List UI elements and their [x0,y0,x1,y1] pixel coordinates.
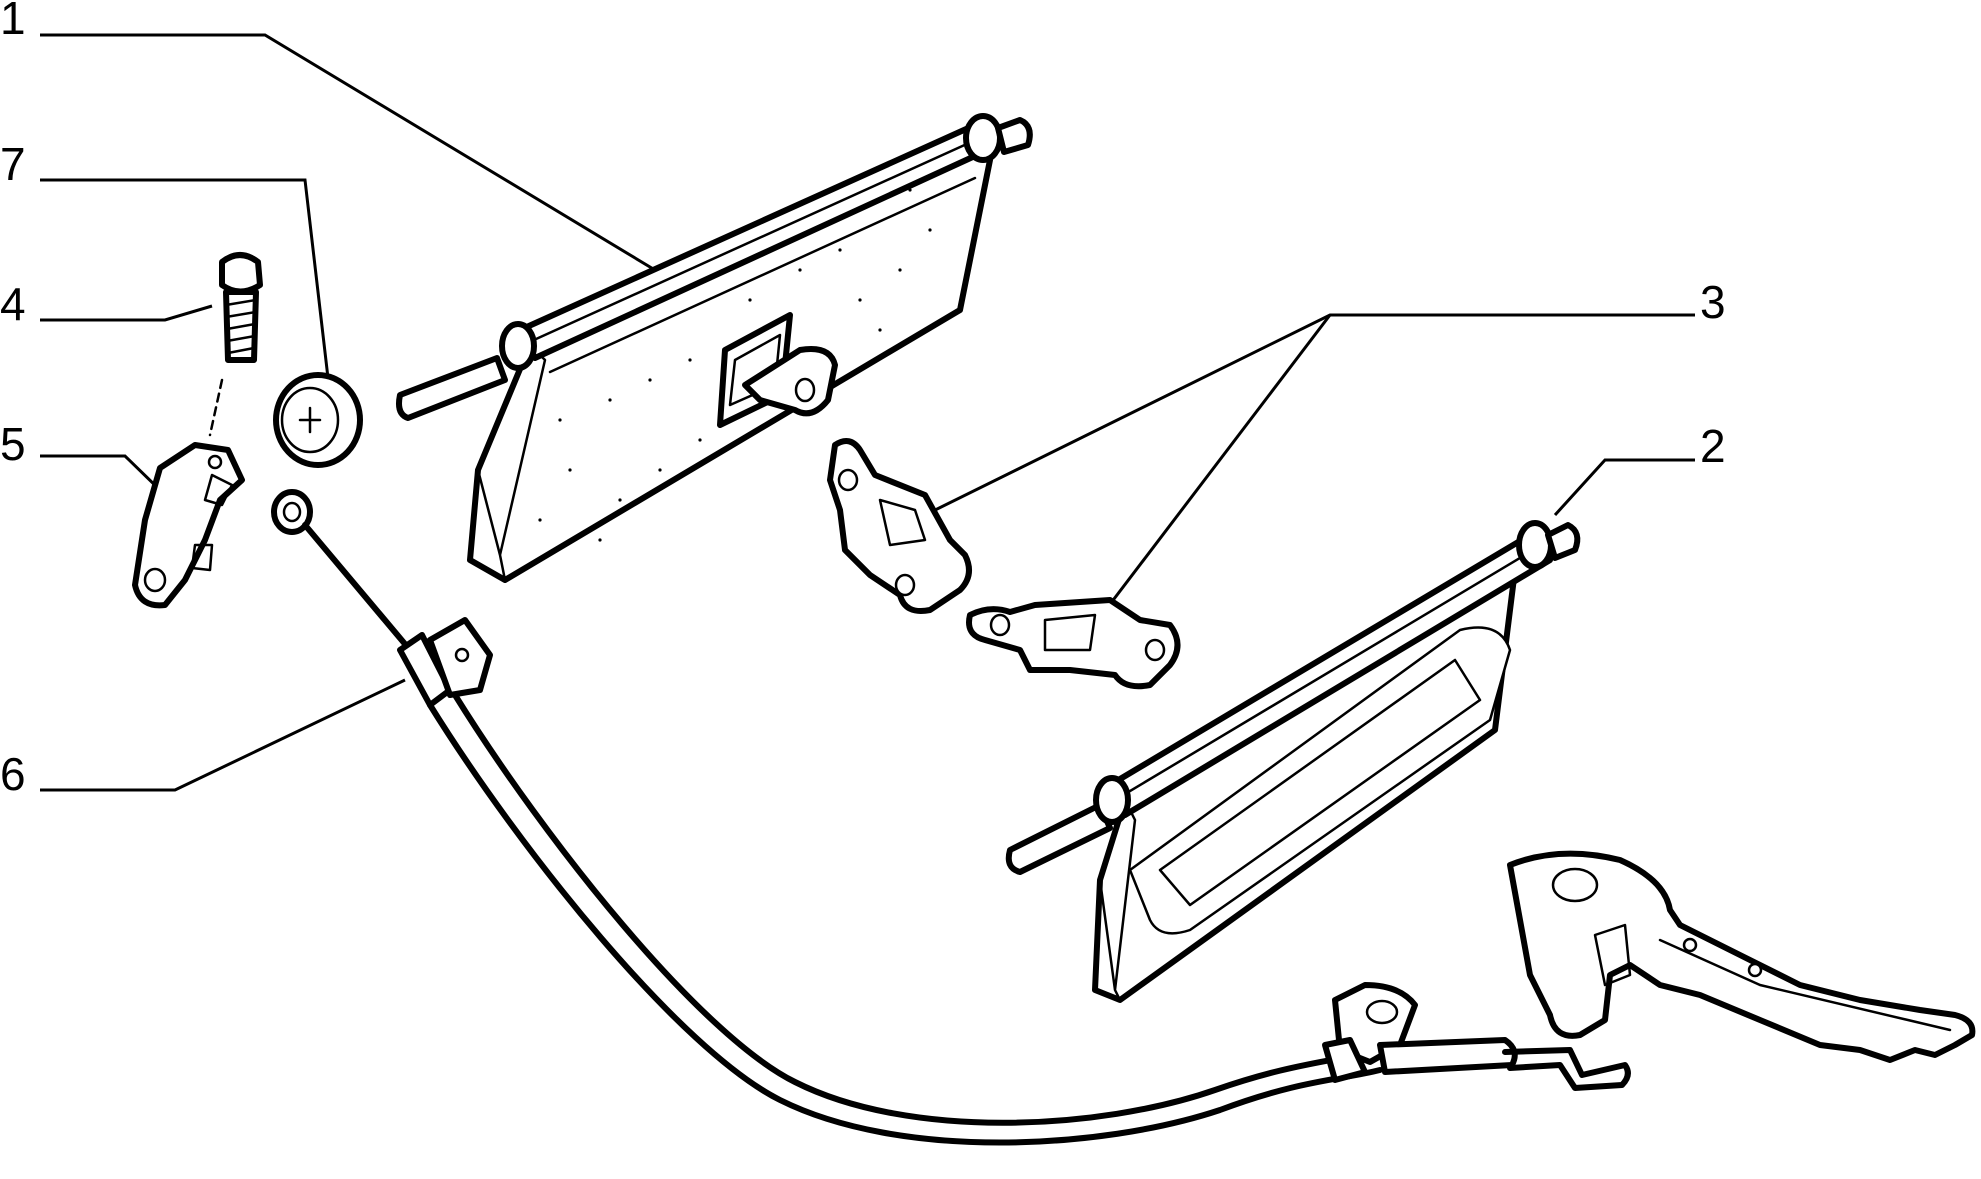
hinge-clip-lower-pin-right [1144,638,1166,662]
cable-inner-rod-upper [302,522,413,653]
lever-plate-rivet-2 [1747,962,1763,978]
lever-plate-edge [1658,938,1952,1032]
visor-upper-rod-line [523,136,982,346]
lever-plate [1507,850,1976,1063]
sun-visor-upper [396,113,1033,583]
cable [271,489,1631,1146]
leader-7 [40,178,330,379]
hinge-clip-upper-pin-bottom [894,573,916,597]
cable-clip-lower-hole [1365,999,1399,1025]
screw-threads [224,298,258,355]
screw-axis-dash [208,378,224,437]
leader-4 [40,304,213,322]
visor-lower-right-pin [1545,522,1581,561]
visor-lower-rod-line [1113,544,1542,802]
cable-ferrule [1377,1037,1518,1075]
cable-sleeve-lower [1322,1037,1368,1083]
callout-5: 5 [0,418,26,470]
bracket-slot [203,473,234,507]
hinge-clip-upper-pin-top [837,468,859,492]
cap [273,372,363,468]
cable-sheath-outer [427,702,1383,1146]
callout-1: 1 [0,0,26,44]
callout-6: 6 [0,748,26,800]
sun-visor-lower [1005,520,1581,1003]
cap-cross-recess [298,406,322,434]
leader-6 [40,678,406,792]
bracket-hole-bottom [143,567,167,593]
visor-upper-pivot-pin [396,355,508,421]
hinge-clip-lower-pin-left [989,613,1011,637]
visor-lower-pivot-pin [1005,802,1113,875]
visor-lower-right-collar [1516,520,1554,570]
leader-2 [1553,458,1695,517]
visor-lower-left-collar [1093,775,1131,825]
cable-ring-hole [282,501,302,523]
visor-lower-mirror-frame [1128,626,1512,935]
visor-upper-seam [548,176,977,374]
callout-labels: 1 7 4 5 6 3 2 [0,0,1726,800]
screw-head [219,252,263,295]
leader-3b [1096,314,1332,621]
lever-plate-slot [1593,923,1632,987]
visor-upper-texture [538,188,932,542]
callout-7: 7 [0,138,26,190]
hinge-clip-upper [827,438,972,614]
screw [208,252,263,437]
bracket [132,442,245,609]
hinge-clip-lower-body [966,597,1181,690]
bracket-body [132,442,245,609]
visor-upper-right-pin [995,117,1033,155]
leader-1 [40,33,656,272]
lever-plate-hole [1551,867,1599,903]
callout-3: 3 [1700,276,1726,328]
leader-3a [924,313,1695,517]
callout-4: 4 [0,278,26,330]
hinge-clip-upper-window [878,498,927,547]
lever-plate-rivet [1682,937,1698,953]
visor-lower-mirror-glass [1158,658,1482,907]
visor-upper-right-collar [963,113,1003,163]
bracket-tab [190,543,214,572]
hinge-clip-lower-window [1043,613,1097,652]
leader-lines [40,33,1695,792]
callout-2: 2 [1700,420,1726,472]
hinge-clip-lower [966,597,1181,690]
visor-upper-left-collar [499,321,537,371]
leader-5 [40,454,164,494]
cable-hook-end [1502,1047,1631,1091]
visor-upper-hinge-hole [794,377,816,403]
cable-sheath-inner [452,692,1378,1126]
bracket-hole-top [207,454,223,470]
cable-clip-upper-hole [454,647,470,663]
hinge-clip-upper-body [827,438,972,614]
